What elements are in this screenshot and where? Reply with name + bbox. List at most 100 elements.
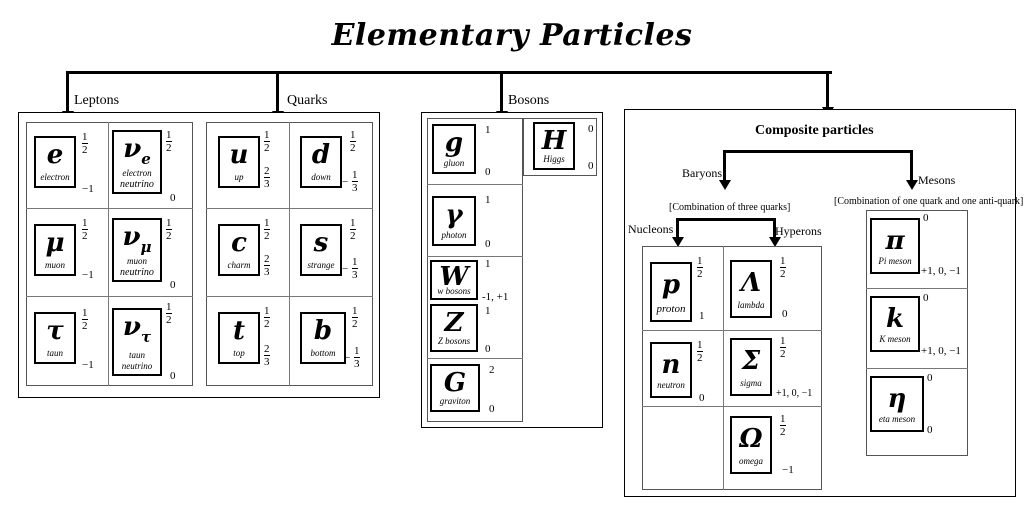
charge-num: 1: [352, 169, 358, 181]
spin-num: 1: [82, 307, 88, 319]
spin-den: 2: [82, 229, 88, 242]
e-neutrino-charge: 0: [170, 192, 176, 204]
k-meson-spin: 0: [923, 292, 929, 304]
spin-den: 2: [350, 229, 356, 242]
grid-line: [108, 122, 109, 386]
nu: ν: [123, 134, 142, 164]
baryon-connector: [676, 218, 776, 221]
charge-den: 3: [354, 357, 360, 370]
grid-line: [427, 358, 523, 359]
arrow-baryons: [718, 180, 731, 190]
muon-charge: −1: [82, 269, 94, 281]
spin-num: 1: [82, 217, 88, 229]
spin-den: 2: [350, 141, 356, 154]
photon-symbol: γ: [445, 200, 463, 230]
spin-num: 1: [352, 305, 358, 317]
w-boson-charge: -1, +1: [482, 291, 509, 303]
up-name: up: [234, 172, 244, 182]
bottom-symbol: b: [313, 316, 333, 346]
eta-meson-symbol: η: [887, 384, 907, 414]
muon-name: muon: [45, 260, 65, 270]
photon-charge: 0: [485, 238, 491, 250]
neutron-card: n neutron: [650, 342, 692, 398]
grid-line: [26, 296, 193, 297]
grid-line: [206, 208, 373, 209]
bosons-grid: [427, 118, 523, 422]
higgs-spin: 0: [588, 123, 594, 135]
lambda-symbol: Λ: [740, 268, 762, 298]
charge-num: 1: [354, 345, 360, 357]
spin-num: 1: [264, 129, 270, 141]
spin-num: 1: [166, 217, 172, 229]
pi-meson-symbol: π: [885, 226, 905, 256]
up-card: u up: [218, 136, 260, 188]
photon-spin: 1: [485, 194, 491, 206]
higgs-charge: 0: [588, 160, 594, 172]
leptons-label: Leptons: [74, 93, 120, 108]
tau-neutrino-charge: 0: [170, 370, 176, 382]
diagram-title: Elementary Particles: [331, 18, 693, 53]
z-boson-symbol: Z: [444, 308, 464, 338]
grid-line: [642, 406, 822, 407]
connector-bosons: [500, 71, 503, 113]
charge-den: 3: [352, 268, 358, 281]
grid-line: [723, 246, 724, 490]
name-line1: electron: [122, 168, 152, 178]
down-name: down: [311, 172, 331, 182]
spin-den: 2: [264, 317, 270, 330]
photon-card: γ photon: [432, 196, 476, 246]
baryons-note: [Combination of three quarks]: [669, 202, 791, 213]
neutron-symbol: n: [661, 350, 681, 380]
w-boson-name: w bosons: [437, 286, 471, 296]
quarks-label: Quarks: [287, 93, 328, 108]
graviton-card: G graviton: [430, 364, 480, 412]
pi-meson-name: Pi meson: [878, 256, 912, 266]
omega-card: Ω omega: [730, 416, 772, 474]
w-boson-spin: 1: [485, 258, 491, 270]
e-neutrino-symbol: νe: [114, 134, 160, 174]
gluon-card: g gluon: [432, 124, 476, 174]
mesons-grid: [866, 210, 968, 456]
mu-neutrino-charge: 0: [170, 279, 176, 291]
charge-num: 2: [264, 253, 270, 265]
strange-symbol: s: [313, 228, 329, 258]
graviton-spin: 2: [489, 364, 495, 376]
spin-num: 1: [697, 339, 703, 351]
composite-connector: [723, 150, 913, 153]
gluon-charge: 0: [485, 166, 491, 178]
grid-line: [642, 330, 822, 331]
z-boson-card: Z Z bosons: [430, 304, 478, 352]
tau-name: taun: [46, 348, 63, 358]
eta-meson-card: η eta meson: [870, 376, 924, 432]
spin-den: 2: [697, 267, 703, 280]
k-meson-name: K meson: [879, 334, 911, 344]
sigma-card: Σ sigma: [730, 338, 772, 396]
gluon-spin: 1: [485, 124, 491, 136]
spin-num: 1: [264, 217, 270, 229]
w-boson-symbol: W: [439, 262, 469, 292]
electron-card: e electron: [34, 136, 76, 188]
mesons-label: Mesons: [918, 173, 956, 187]
grid-line: [427, 256, 523, 257]
lambda-card: Λ lambda: [730, 260, 772, 318]
electron-name: electron: [40, 172, 70, 182]
higgs-cell: [523, 118, 597, 176]
bosons-label: Bosons: [508, 93, 550, 108]
sigma-name: sigma: [740, 378, 762, 388]
name-line1: muon: [127, 256, 147, 266]
charge-den: 3: [264, 265, 270, 278]
electron-symbol: e: [46, 140, 64, 170]
bottom-card: b bottom: [300, 312, 346, 364]
connector-mesons: [910, 150, 913, 180]
nu-sub: τ: [140, 328, 152, 346]
